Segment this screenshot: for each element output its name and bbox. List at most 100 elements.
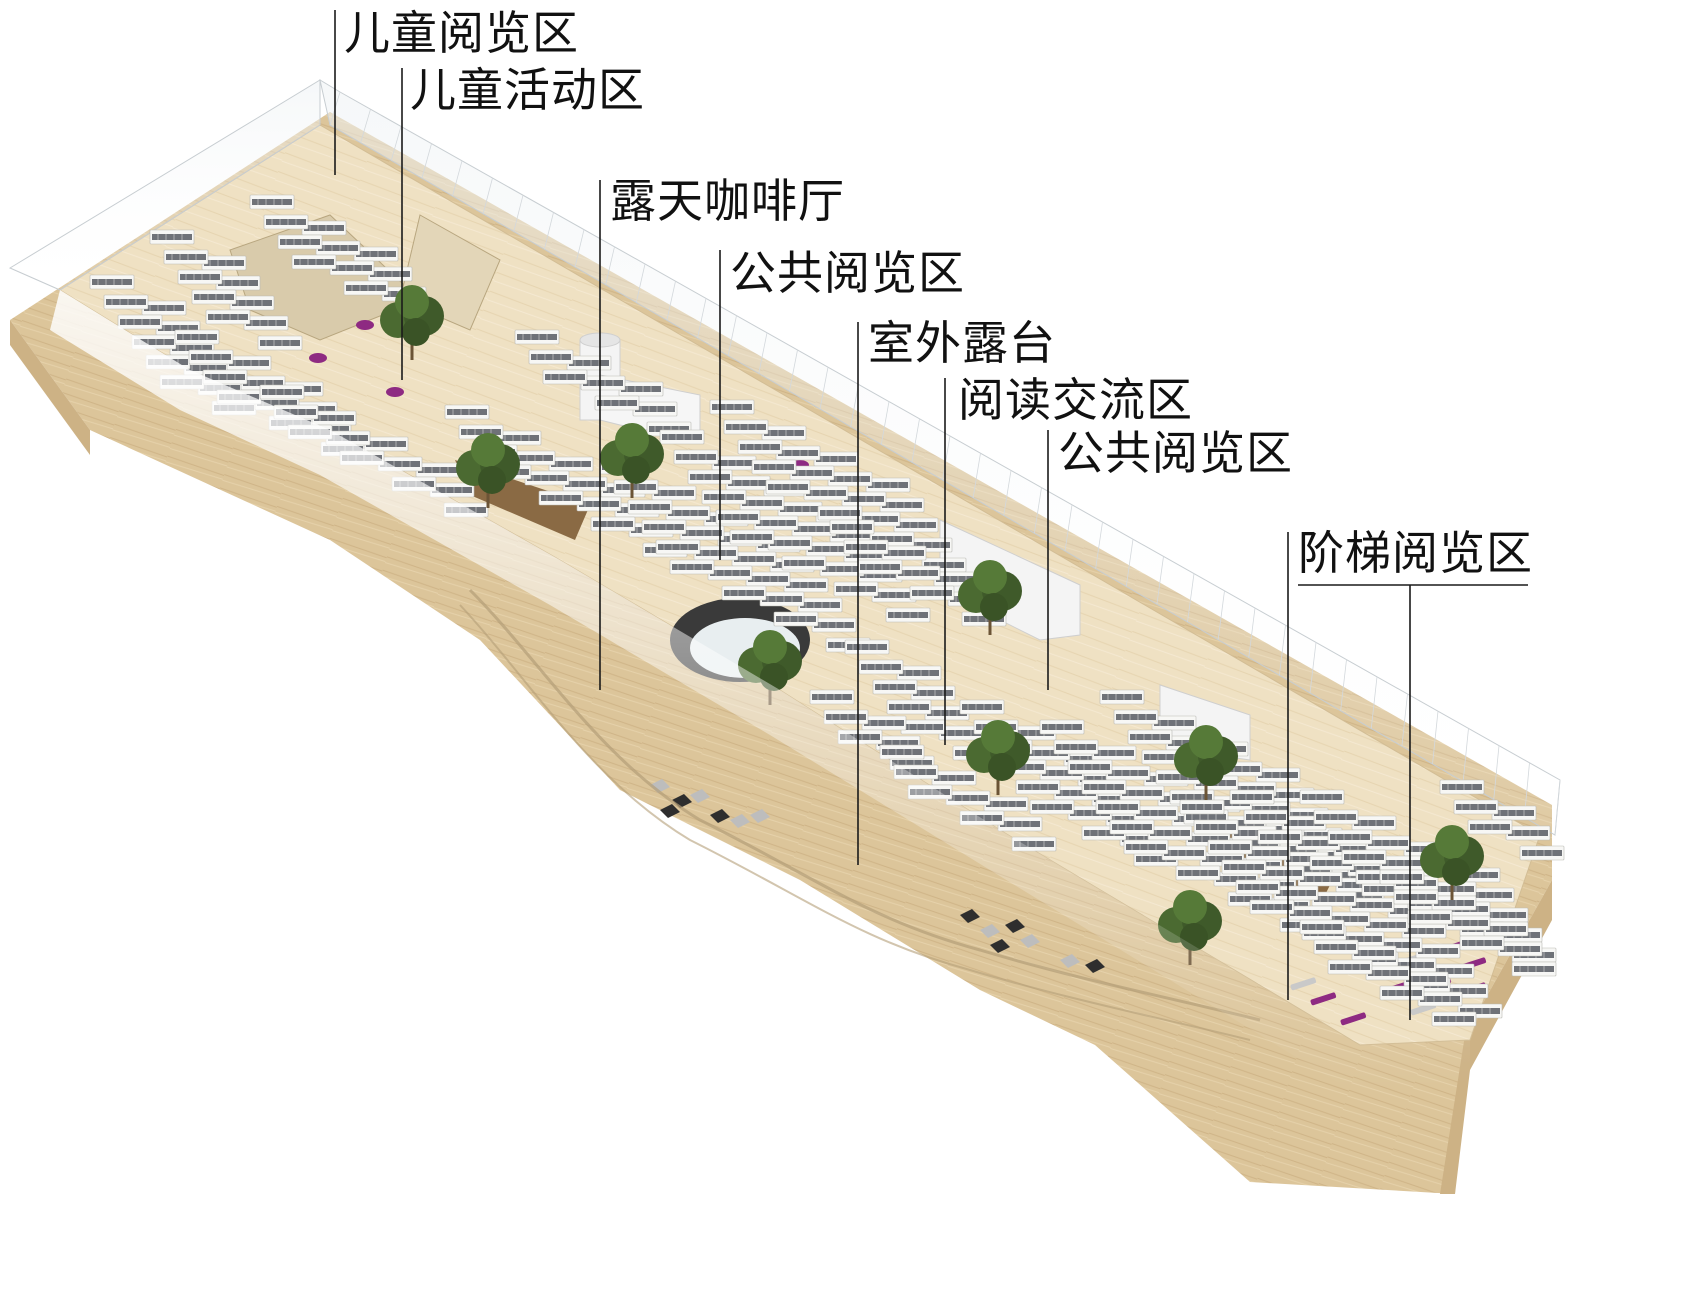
bookshelf-icon <box>865 477 911 493</box>
bookshelf-icon <box>1257 829 1303 845</box>
bookshelf-icon <box>1519 845 1565 861</box>
bookshelf-icon <box>188 349 234 365</box>
label-children-activity-area: 儿童活动区 <box>410 63 645 117</box>
bookshelf-icon <box>1015 779 1061 795</box>
bookshelf-icon <box>886 699 932 715</box>
bookshelf-icon <box>363 436 409 452</box>
bookshelf-icon <box>257 335 303 351</box>
bookshelf-icon <box>1221 859 1267 875</box>
glass-mullion <box>605 246 615 285</box>
bookshelf-icon <box>895 565 941 581</box>
glass-mullion <box>1278 625 1286 676</box>
bookshelf-icon <box>725 475 771 491</box>
bookshelf-icon <box>1113 709 1159 725</box>
bookshelf-icon <box>191 289 237 305</box>
bookshelf-icon <box>715 509 761 525</box>
bookshelf-icon <box>514 329 560 345</box>
bookshelf-icon <box>1299 789 1345 805</box>
outdoor-rocks <box>650 779 1105 973</box>
bookshelf-icon <box>243 315 289 331</box>
bookshelf-icon <box>1469 887 1515 903</box>
bookshelf-icon <box>1311 891 1357 907</box>
bookshelf-icon <box>1161 845 1207 861</box>
glass-mullion <box>697 298 707 339</box>
bookshelf-icon <box>731 551 777 567</box>
bookshelf-icon <box>117 314 163 330</box>
rock-icon <box>660 804 680 818</box>
bookshelf-icon <box>761 425 807 441</box>
bookshelf-icon <box>226 355 272 371</box>
glass-mullion <box>1309 642 1317 694</box>
rock-icon <box>1020 934 1040 948</box>
bookshelf-icon <box>1297 871 1343 887</box>
bookshelf-icon <box>1439 779 1485 795</box>
bookshelf-icon <box>1313 939 1359 955</box>
bookshelf-icon <box>1379 985 1425 1001</box>
bookshelf-icon <box>576 496 622 512</box>
bookshelf-icon <box>1099 689 1145 705</box>
bookshelf-icon <box>415 462 461 478</box>
glass-mullion <box>819 367 829 410</box>
glass-mullion <box>421 143 432 179</box>
bookshelf-icon <box>205 309 251 325</box>
bookshelf-icon <box>881 545 927 561</box>
glass-mullion <box>1401 693 1408 747</box>
bookshelf-icon <box>1445 915 1491 931</box>
bookshelf-icon <box>1029 799 1075 815</box>
bookshelf-icon <box>983 796 1029 812</box>
bookshelf-icon <box>909 585 955 601</box>
bookshelf-icon <box>959 699 1005 715</box>
glass-mullion <box>1248 607 1256 658</box>
bookshelf-icon <box>1505 825 1551 841</box>
bookshelf-icon <box>827 471 873 487</box>
bookshelf-icon <box>215 275 261 291</box>
bookshelf-icon <box>524 470 570 486</box>
glass-mullion <box>1064 504 1073 552</box>
bookshelf-icon <box>1327 959 1373 975</box>
bookshelf-icon <box>1259 865 1305 881</box>
bookshelf-icon <box>1379 855 1425 871</box>
bookshelf-icon <box>1379 869 1425 885</box>
slab-left-face <box>10 320 90 455</box>
tree-icon <box>600 423 664 498</box>
bookshelf-icon <box>1193 819 1239 835</box>
bookshelf-icon <box>291 254 337 270</box>
label-public-reading-area-2: 公共阅览区 <box>1058 426 1293 480</box>
bookshelf-icon <box>632 401 678 417</box>
bookshelf-icon <box>910 685 956 701</box>
bookshelf-icon <box>1313 809 1359 825</box>
bookshelf-icon <box>1327 829 1373 845</box>
bookshelf-icon <box>900 719 946 735</box>
bookshelf-icon <box>687 469 733 485</box>
bookshelf-icon <box>841 491 887 507</box>
glass-mullion <box>727 315 737 356</box>
bookshelf-icon <box>739 495 785 511</box>
glass-mullion <box>758 332 768 374</box>
bookshelf-icon <box>1401 923 1447 939</box>
bookshelf-icon <box>707 565 753 581</box>
bookshelf-icon <box>797 597 843 613</box>
bookshelf-icon <box>737 439 783 455</box>
glass-mullion <box>1554 779 1561 836</box>
bookshelf-icon <box>1245 845 1291 861</box>
glass-mullions <box>329 91 1561 836</box>
bookshelf-icon <box>1109 819 1155 835</box>
seat-cushion-icon <box>1340 1012 1367 1026</box>
bookshelf-icon <box>1511 961 1557 977</box>
bookshelf-icon <box>249 194 295 210</box>
bookshelf-icon <box>1039 719 1085 735</box>
bookshelf-icon <box>1127 729 1173 745</box>
bookshelf-icon <box>1235 879 1281 895</box>
bookshelf-icon <box>1491 805 1537 821</box>
tree-icon <box>966 720 1030 795</box>
bookshelf-icon <box>229 295 275 311</box>
bookshelf-icon <box>879 497 925 513</box>
bookshelf-icon <box>1119 785 1165 801</box>
bookshelf-icon <box>594 395 640 411</box>
glass-mullion <box>513 195 524 232</box>
bookshelf-icon <box>618 381 664 397</box>
glass-mullion <box>1156 556 1164 605</box>
bookshelf-icon <box>177 269 223 285</box>
bookshelf-icon <box>809 689 855 705</box>
